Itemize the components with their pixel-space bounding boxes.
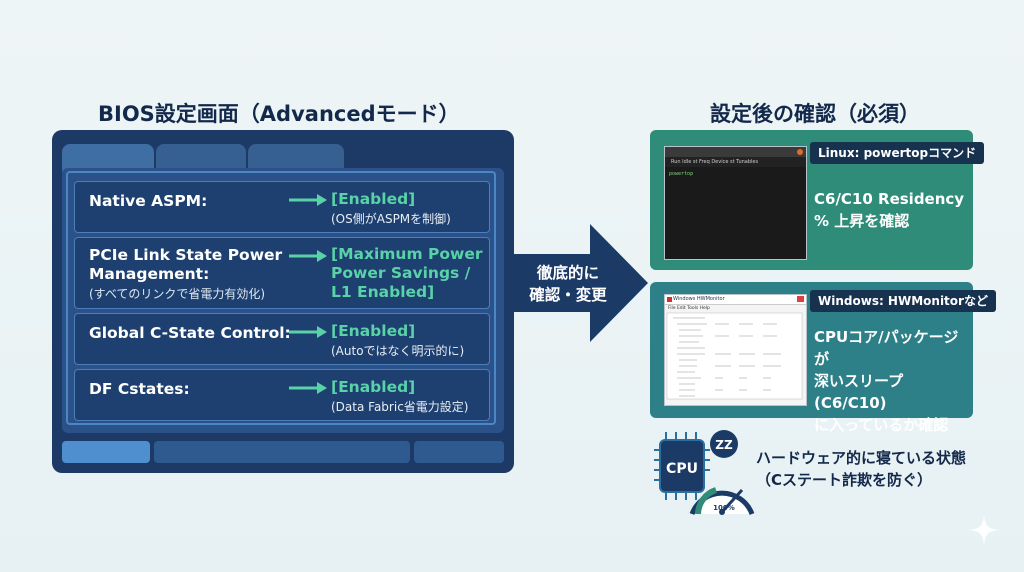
cpu-sleep-caption: ハードウェア的に寝ている状態 （Cステート詐欺を防ぐ） bbox=[756, 449, 967, 489]
bios-bottom-bar bbox=[154, 441, 410, 463]
setting-row-global-cstate[interactable]: Global C-State Control: [Enabled](Autoでは… bbox=[74, 313, 490, 365]
cpu-chip-label: CPU bbox=[666, 461, 698, 477]
setting-row-df-cstates[interactable]: DF Cstates: [Enabled](Data Fabric省電力設定) bbox=[74, 369, 490, 421]
terminal-titlebar bbox=[665, 147, 806, 157]
linux-label: Linux: powertopコマンド bbox=[810, 142, 985, 164]
bios-screen-panel: Native ASPM: [Enabled](OS側がASPMを制御) PCIe… bbox=[52, 130, 514, 473]
hwmonitor-screenshot: Windows HWMonitor File Edit Tools Help bbox=[664, 294, 807, 406]
sparkle-icon bbox=[968, 514, 1000, 546]
setting-row-native-aspm[interactable]: Native ASPM: [Enabled](OS側がASPMを制御) bbox=[74, 181, 490, 233]
arrow-right-icon bbox=[289, 194, 327, 206]
setting-name: PCIe Link State Power Management:(すべてのリン… bbox=[89, 246, 283, 301]
cpu-sleep-icon: CPU ZZ 100% bbox=[654, 430, 755, 515]
setting-sub: (すべてのリンクで省電力有効化) bbox=[89, 287, 266, 301]
arrow-caption: 徹底的に 確認・変更 bbox=[529, 264, 607, 304]
terminal-prompt: powertop bbox=[669, 171, 694, 177]
close-icon[interactable] bbox=[797, 149, 803, 155]
hwmonitor-menu: File Edit Tools Help bbox=[668, 306, 710, 311]
setting-name: DF Cstates: bbox=[89, 380, 190, 398]
big-arrow-right-icon bbox=[508, 224, 648, 342]
close-icon[interactable] bbox=[797, 296, 804, 302]
bios-tab-1[interactable] bbox=[62, 144, 154, 172]
setting-note: (Autoではなく明示的に) bbox=[331, 344, 465, 358]
setting-name: Native ASPM: bbox=[89, 192, 208, 210]
hwmonitor-titlebar: Windows HWMonitor bbox=[665, 295, 806, 305]
arrow-right-icon bbox=[289, 326, 327, 338]
linux-description: C6/C10 Residency % 上昇を確認 bbox=[814, 190, 965, 230]
setting-row-pcie-link-state[interactable]: PCIe Link State Power Management:(すべてのリン… bbox=[74, 237, 490, 309]
setting-value: [Enabled](Autoではなく明示的に) bbox=[331, 322, 465, 358]
setting-value: [Enabled](Data Fabric省電力設定) bbox=[331, 378, 469, 414]
gauge-value: 100% bbox=[713, 504, 735, 512]
verify-title: 設定後の確認（必須） bbox=[710, 102, 920, 126]
setting-note: (OS側がASPMを制御) bbox=[331, 212, 451, 226]
bios-bottom-bar-right bbox=[414, 441, 504, 463]
windows-card: Windows HWMonitor File Edit Tools Help bbox=[650, 282, 996, 434]
windows-label: Windows: HWMonitorなど bbox=[810, 290, 996, 312]
bios-tab-2[interactable] bbox=[156, 144, 246, 172]
bios-title: BIOS設定画面（Advancedモード） bbox=[98, 102, 460, 126]
powertop-terminal-screenshot: Run Idle st Freq Device st Tunables powe… bbox=[664, 146, 807, 260]
sleep-zz-label: ZZ bbox=[715, 438, 733, 452]
windows-description: CPUコア/パッケージが 深いスリープ (C6/C10) に入っているか確認 bbox=[814, 328, 959, 434]
setting-value: [Maximum Power Power Savings / L1 Enable… bbox=[331, 245, 483, 301]
setting-note: (Data Fabric省電力設定) bbox=[331, 400, 469, 414]
gauge-needle bbox=[720, 488, 744, 514]
setting-value: [Enabled](OS側がASPMを制御) bbox=[331, 190, 451, 226]
terminal-tabs: Run Idle st Freq Device st Tunables bbox=[665, 157, 806, 167]
arrow-right-icon bbox=[289, 250, 327, 262]
bios-tab-3[interactable] bbox=[248, 144, 344, 172]
arrow-right-icon bbox=[289, 382, 327, 394]
bios-bottom-button[interactable] bbox=[62, 441, 150, 463]
hwmonitor-app-icon bbox=[667, 297, 672, 302]
bios-settings-list: Native ASPM: [Enabled](OS側がASPMを制御) PCIe… bbox=[66, 171, 496, 425]
hwmonitor-sensor-table bbox=[666, 312, 803, 400]
linux-card: Run Idle st Freq Device st Tunables powe… bbox=[650, 130, 985, 270]
setting-name: Global C-State Control: bbox=[89, 324, 291, 342]
